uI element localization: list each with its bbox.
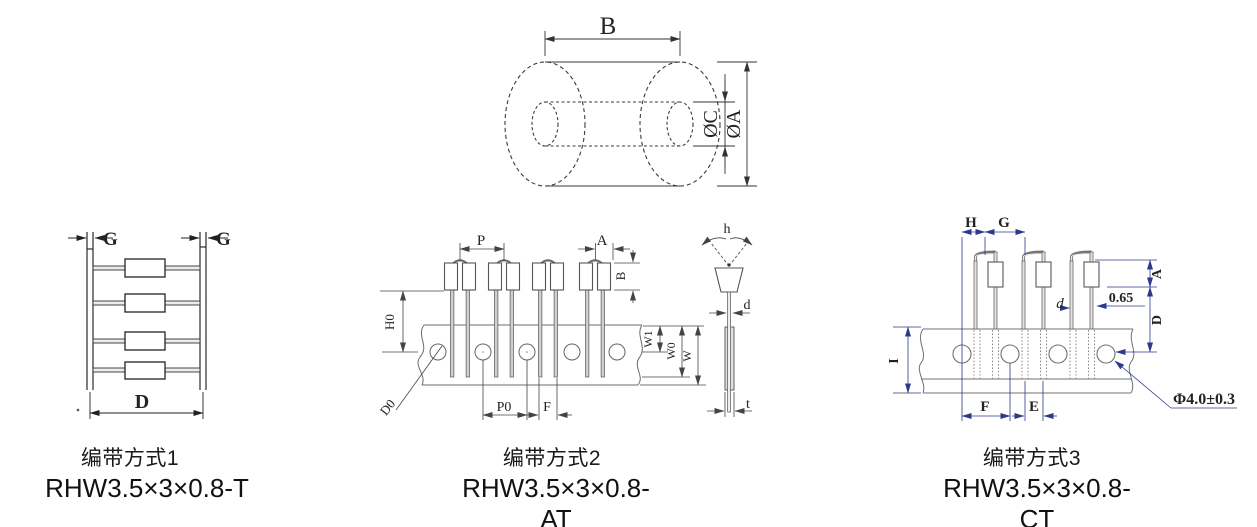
caption3-title: 编带方式3: [982, 447, 1082, 470]
component-unit: [1069, 250, 1100, 330]
t3-dim-lead-label: d: [1056, 296, 1064, 312]
t2-dim-w0-label: W0: [664, 342, 678, 359]
t2-dim-w1-label: W1: [641, 330, 655, 347]
carrier-tape: [918, 328, 1135, 394]
taping2-drawing: P A B H0 D0 P0 F W1 W0 W h d t: [380, 222, 753, 420]
bead-body: [504, 61, 721, 187]
component-unit: [443, 259, 477, 378]
t2-dim-d-label: d: [744, 298, 751, 313]
component-body: [124, 258, 166, 278]
taping1-dimensions: [68, 235, 228, 419]
component-body: [124, 293, 166, 313]
taping3-dimensions: [893, 229, 1237, 421]
t3-dim-g-label: G: [998, 215, 1010, 231]
component-unit: [973, 250, 1004, 330]
t2-dim-f-label: F: [543, 400, 551, 415]
bead-outline-drawing: B ØC ØA: [504, 13, 757, 187]
taping2-dimensions: [380, 243, 706, 420]
t2-dim-t-label: t: [746, 397, 750, 412]
caption1-title: 编带方式1: [80, 447, 180, 470]
side-view: [701, 236, 753, 417]
t2-dim-b-label: B: [613, 271, 628, 280]
taping3-drawing: H G A D 0.65 d I F E Φ4.0±0.3: [887, 215, 1237, 421]
t3-dim-e-label: E: [1029, 399, 1039, 415]
bead-dim-b-label: B: [600, 13, 617, 40]
radial-components: [443, 259, 612, 378]
bead-dim-c-label: ØC: [700, 110, 722, 138]
bead-hole-left: [531, 101, 559, 147]
t1-dim-g-left-label: G: [103, 229, 118, 250]
t2-dim-d0-label: D0: [380, 396, 398, 418]
bead-dimensions: [544, 31, 757, 187]
t2-dim-p-label: P: [477, 233, 485, 249]
component-body: [124, 361, 166, 380]
tape-strips: [86, 232, 207, 390]
bead-hole-right: [666, 101, 694, 147]
t3-dim-hole-label: Φ4.0±0.3: [1173, 391, 1235, 408]
caption3-part: RHW3.5×3×0.8-CT: [943, 473, 1131, 527]
caption2-title: 编带方式2: [502, 447, 602, 470]
t3-dim-h-label: H: [965, 215, 977, 231]
sprocket-holes: [952, 344, 1116, 364]
caption2-part: RHW3.5×3×0.8-AT: [462, 473, 650, 527]
bead-dim-a-label: ØA: [723, 109, 745, 138]
taping1-drawing: G G D: [68, 229, 231, 419]
t3-dim-offset-label: 0.65: [1109, 291, 1134, 306]
t2-dim-h0-label: H0: [382, 314, 397, 330]
t1-dim-d-label: D: [135, 391, 149, 413]
t1-dim-g-right-label: G: [216, 229, 231, 250]
t3-dim-d-label: D: [1150, 315, 1165, 325]
component-unit: [487, 259, 521, 378]
t3-dim-f-label: F: [980, 399, 989, 415]
speck: [76, 408, 80, 412]
component-unit: [578, 259, 612, 378]
t3-dim-i-label: I: [887, 358, 902, 363]
carrier-tape: [417, 324, 643, 386]
component-unit: [1021, 250, 1052, 330]
t2-dim-p0-label: P0: [497, 400, 512, 415]
t2-dim-a-label: A: [597, 233, 608, 249]
caption1-part: RHW3.5×3×0.8-T: [45, 473, 249, 503]
axial-components: [92, 258, 201, 380]
hairpin-components: [973, 250, 1100, 330]
component-unit: [531, 259, 565, 378]
hidden-leads: [973, 330, 1095, 379]
component-side: [714, 267, 744, 293]
t2-dim-h-label: h: [724, 222, 731, 237]
lead-side: [727, 291, 731, 413]
t3-dim-a-label: A: [1150, 268, 1165, 279]
t2-dim-w-label: W: [680, 350, 694, 362]
sprocket-holes: [429, 343, 626, 361]
component-body: [124, 331, 166, 351]
